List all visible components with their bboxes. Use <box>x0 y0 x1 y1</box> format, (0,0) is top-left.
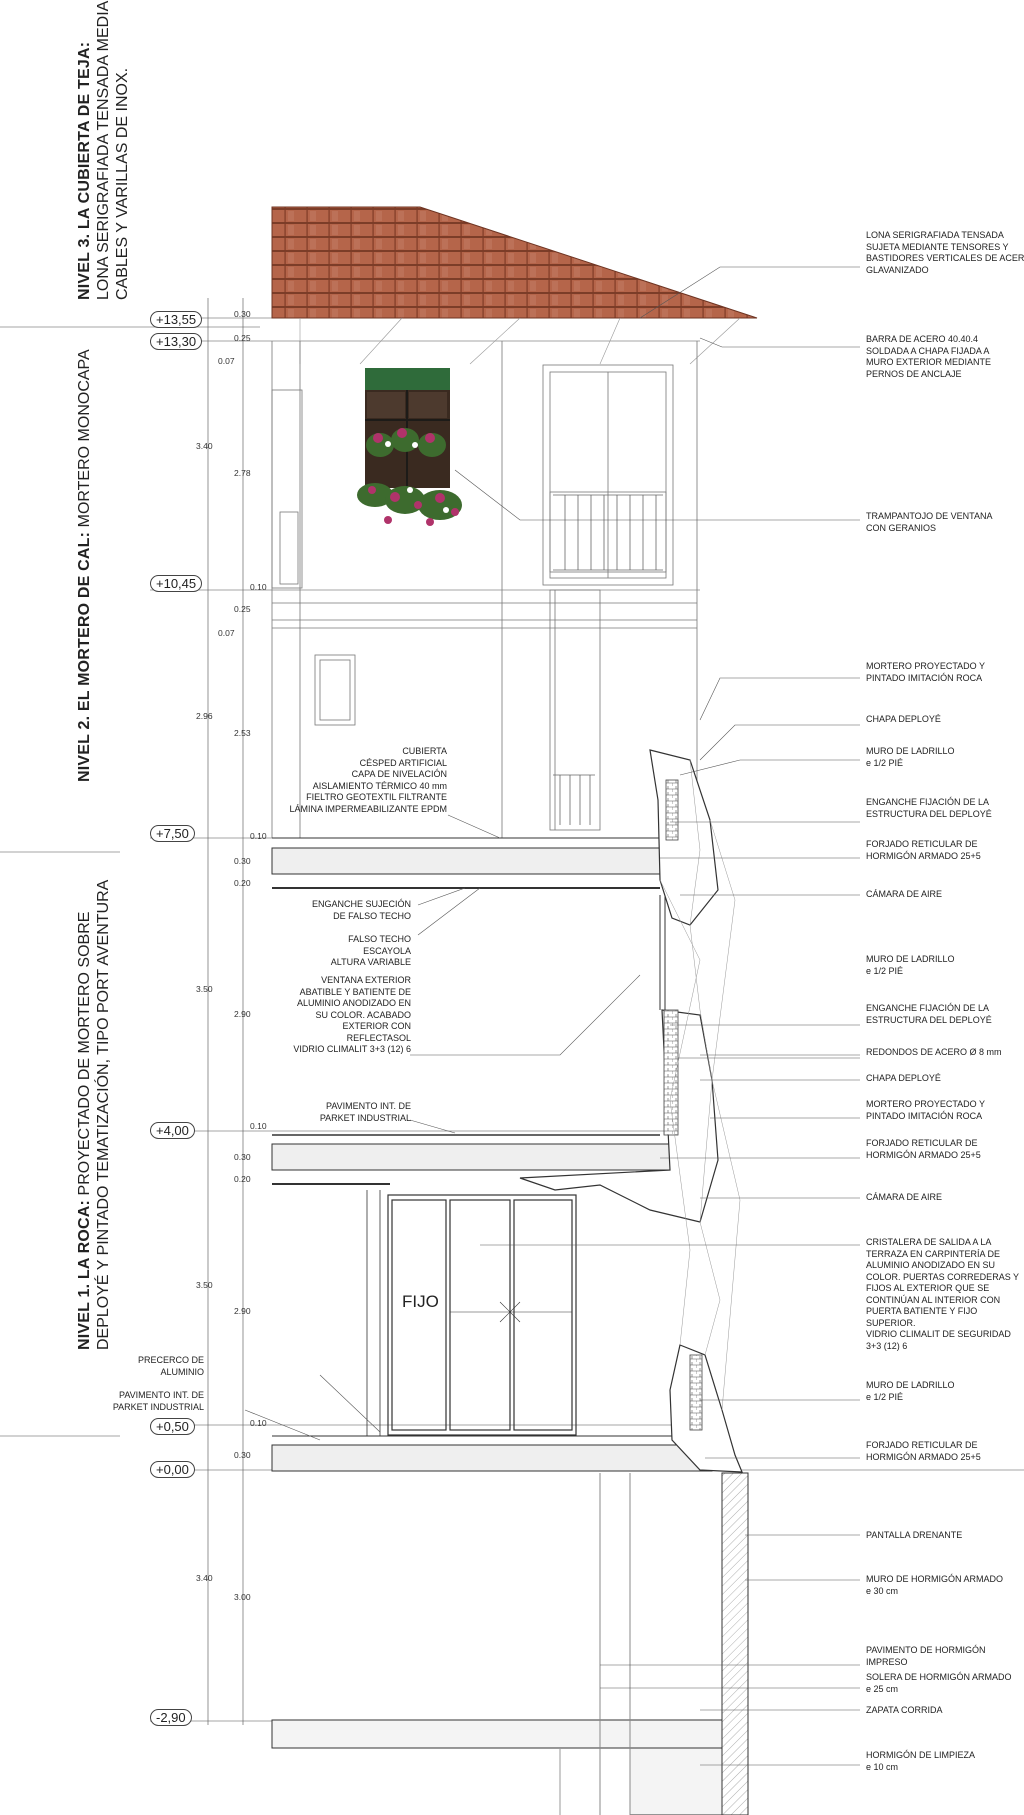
dim-outer-5: 3.40 <box>196 1573 213 1583</box>
level-3-title: NIVEL 3. LA CUBIERTA DE TEJA: <box>76 41 93 300</box>
annotation-forjado-3: FORJADO RETICULAR DE HORMIGÓN ARMADO 25+… <box>866 1440 981 1462</box>
dim-inner-15: 0.20 <box>234 1174 251 1184</box>
dim-inner-10: 0.30 <box>234 856 251 866</box>
brick-walls <box>663 779 703 1431</box>
dim-inner-7: 0.07 <box>218 628 235 638</box>
annotation-ventana-exterior: VENTANA EXTERIOR ABATIBLE Y BATIENTE DE … <box>293 975 411 1054</box>
annotation-muro-ladrillo-2: MURO DE LADRILLO e 1/2 PIÉ <box>866 954 955 976</box>
annotation-mortero-2: MORTERO PROYECTADO Y PINTADO IMITACIÓN R… <box>866 1099 986 1121</box>
annotation-trampantojo: TRAMPANTOJO DE VENTANA CON GERANIOS <box>866 511 993 533</box>
elevation-minus-2-90: -2,90 <box>150 1709 192 1726</box>
annotation-muro-ladrillo-1: MURO DE LADRILLO e 1/2 PIÉ <box>866 746 955 768</box>
annotation-muro-ladrillo-3: MURO DE LADRILLO e 1/2 PIÉ <box>866 1380 955 1402</box>
dim-inner-5: 0.10 <box>250 582 267 592</box>
annotation-solera: SOLERA DE HORMIGÓN ARMADO e 25 cm <box>866 1672 1012 1694</box>
elevation-10-45: +10,45 <box>150 575 203 592</box>
annotation-zapata: ZAPATA CORRIDA <box>866 1705 943 1715</box>
slab-7-50 <box>271 837 678 889</box>
annotation-muro-hormigon: MURO DE HORMIGÓN ARMADO e 30 cm <box>866 1574 1004 1596</box>
dim-inner-4: 2.78 <box>234 468 251 478</box>
annotation-chapa-1: CHAPA DEPLOYÉ <box>866 714 941 724</box>
level-1-line-1: PROYECTADO DE MORTERO SOBRE <box>76 911 93 1196</box>
dim-inner-1: 0.30 <box>234 309 251 319</box>
annotation-enganche-2: ENGANCHE FIJACIÓN DE LA ESTRUCTURA DEL D… <box>866 1003 992 1025</box>
annotation-pavimento-hormigon: PAVIMENTO DE HORMIGÓN IMPRESO <box>866 1645 986 1667</box>
dim-inner-6: 0.25 <box>234 604 251 614</box>
dim-inner-13: 0.10 <box>250 1121 267 1131</box>
annotation-barra-acero: BARRA DE ACERO 40.40.4 SOLDADA A CHAPA F… <box>866 334 992 379</box>
elevation-4-00: +4,00 <box>150 1122 195 1139</box>
level-2-title: NIVEL 2. EL MORTERO DE CAL: <box>76 531 93 782</box>
dim-inner-3: 0.07 <box>218 356 235 366</box>
annotation-pantalla: PANTALLA DRENANTE <box>866 1530 963 1540</box>
annotation-chapa-2: CHAPA DEPLOYÉ <box>866 1073 941 1083</box>
dim-outer-1: 3.40 <box>196 441 213 451</box>
foundation <box>271 1472 749 1815</box>
annotation-cubierta: CUBIERTA CÉSPED ARTIFICIAL CAPA DE NIVEL… <box>289 746 447 814</box>
annotation-hormigon-limpieza: HORMIGÓN DE LIMPIEZA e 10 cm <box>866 1750 976 1772</box>
elevation-lines <box>0 317 1024 1722</box>
slab-0-50 <box>271 1435 713 1472</box>
trompe-loeil-window <box>357 368 462 526</box>
rock-shell-low <box>669 1344 743 1473</box>
fixed-glazing-label: FIJO <box>402 1292 439 1311</box>
annotation-enganche-falso-techo: ENGANCHE SUJECIÓN DE FALSO TECHO <box>311 899 411 921</box>
annotation-precerco: PRECERCO DE ALUMINIO <box>137 1355 204 1377</box>
dimension-lines <box>207 298 244 1725</box>
glazing-doors <box>366 1190 577 1436</box>
annotation-pavimento-parket-2: PAVIMENTO INT. DE PARKET INDUSTRIAL <box>112 1390 204 1412</box>
level-1-heading: NIVEL 1. LA ROCA: PROYECTADO DE MORTERO … <box>75 880 113 1350</box>
annotation-mortero-1: MORTERO PROYECTADO Y PINTADO IMITACIÓN R… <box>866 661 986 683</box>
level-2-line-1: MORTERO MONOCAPA <box>76 349 93 528</box>
level-1-line-2: DEPLOYÉ Y PINTADO TEMATIZACIÓN, TIPO POR… <box>95 879 112 1350</box>
dim-outer-3: 3.50 <box>196 984 213 994</box>
dim-outer-2: 2.96 <box>196 711 213 721</box>
level-2-heading: NIVEL 2. EL MORTERO DE CAL: MORTERO MONO… <box>75 349 94 782</box>
dim-inner-19: 3.00 <box>234 1592 251 1602</box>
annotation-cristalera: CRISTALERA DE SALIDA A LA TERRAZA EN CAR… <box>866 1237 1020 1351</box>
dim-inner-18: 0.30 <box>234 1450 251 1460</box>
level-3-heading: NIVEL 3. LA CUBIERTA DE TEJA: LONA SERIG… <box>75 0 132 300</box>
dim-inner-2: 0.25 <box>234 333 251 343</box>
balcony-railing <box>553 494 663 825</box>
dim-inner-16: 2.90 <box>234 1306 251 1316</box>
slab-4-00 <box>271 1134 678 1185</box>
level-1-title: NIVEL 1. LA ROCA: <box>76 1199 93 1350</box>
annotation-enganche-1: ENGANCHE FIJACIÓN DE LA ESTRUCTURA DEL D… <box>866 797 992 819</box>
dim-inner-11: 0.20 <box>234 878 251 888</box>
level-3-line-2: CABLES Y VARILLAS DE INOX. <box>114 67 131 300</box>
elevation-0-50: +0,50 <box>150 1418 195 1435</box>
dim-inner-14: 0.30 <box>234 1152 251 1162</box>
mid-window <box>659 895 666 1010</box>
elevation-0-00: +0,00 <box>150 1461 195 1478</box>
dim-inner-12: 2.90 <box>234 1009 251 1019</box>
annotation-camara-1: CÁMARA DE AIRE <box>866 889 943 899</box>
annotation-falso-techo: FALSO TECHO ESCAYOLA ALTURA VARIABLE <box>330 934 411 967</box>
elevation-13-55: +13,55 <box>150 311 203 328</box>
rock-shell-mid <box>519 1009 719 1223</box>
dim-outer-4: 3.50 <box>196 1280 213 1290</box>
upper-facade <box>271 341 698 838</box>
elevation-7-50: +7,50 <box>150 825 195 842</box>
roof-tiles <box>271 206 758 319</box>
annotation-redondos: REDONDOS DE ACERO Ø 8 mm <box>866 1047 1002 1057</box>
annotation-pavimento-parket-1: PAVIMENTO INT. DE PARKET INDUSTRIAL <box>319 1101 411 1123</box>
annotation-forjado-1: FORJADO RETICULAR DE HORMIGÓN ARMADO 25+… <box>866 839 981 861</box>
annotation-camara-2: CÁMARA DE AIRE <box>866 1192 943 1202</box>
dim-inner-8: 2.53 <box>234 728 251 738</box>
leader-lines <box>244 266 860 1766</box>
dim-inner-9: 0.10 <box>250 831 267 841</box>
dim-inner-17: 0.10 <box>250 1418 267 1428</box>
annotation-forjado-2: FORJADO RETICULAR DE HORMIGÓN ARMADO 25+… <box>866 1138 981 1160</box>
level-3-line-1: LONA SERIGRAFIADA TENSADA MEDIANTE <box>95 0 112 300</box>
elevation-13-30: +13,30 <box>150 333 203 350</box>
annotation-lona: LONA SERIGRAFIADA TENSADA SUJETA MEDIANT… <box>866 230 1024 275</box>
